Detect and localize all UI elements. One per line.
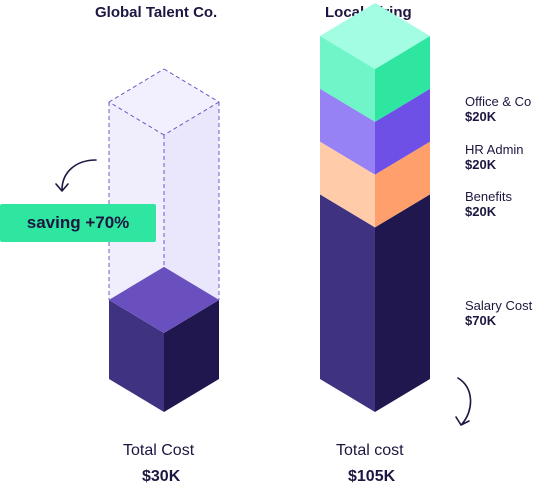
- total-label-local: Total cost: [336, 442, 404, 459]
- legend-benefits-value: $20K: [465, 204, 497, 219]
- legend-hradmin-name: HR Admin: [465, 142, 524, 157]
- ghost-edge-front-left: [108, 101, 165, 136]
- bar-local-office-co-top-face: [320, 3, 430, 70]
- bar-local-hr-admin-left-face: [320, 88, 375, 175]
- cube-global: [108, 68, 220, 412]
- arrows: [55, 159, 472, 426]
- bar-local-hr-admin-right-face: [375, 88, 430, 175]
- curved-arrow-right-icon: [457, 377, 472, 425]
- saving-badge: saving +70%: [0, 204, 156, 242]
- bar-local-benefits-left-face: [320, 141, 375, 228]
- chart-title-global: Global Talent Co.: [95, 4, 218, 21]
- bar-local-office-co-left-face: [320, 36, 375, 122]
- legend-benefits-name: Benefits: [465, 189, 512, 204]
- cube-local: [320, 3, 430, 412]
- ghost-edge-top-right: [163, 68, 220, 103]
- legend-hradmin-value: $20K: [465, 157, 497, 172]
- arrow-head-right-icon: [455, 416, 470, 426]
- legend-salary: Salary Cost $70K: [465, 298, 532, 328]
- bar-local-salary-cost-left-face: [320, 194, 375, 412]
- bar-global-salary-cost-top-face: [109, 266, 219, 333]
- legend-benefits: Benefits $20K: [465, 189, 512, 219]
- curved-arrow-left-icon: [61, 159, 97, 191]
- legend-office-value: $20K: [465, 109, 497, 124]
- legend-office-name: Office & Co: [465, 94, 532, 109]
- bar-local-office-co-right-face: [375, 36, 430, 122]
- bar-global-salary-cost-left-face: [109, 299, 164, 412]
- arrow-head-left-icon: [55, 183, 69, 192]
- bar-local-salary-cost-right-face: [375, 194, 430, 412]
- legend-hradmin: HR Admin $20K: [465, 142, 524, 172]
- total-value-local: $105K: [348, 468, 396, 485]
- bar-local-benefits-right-face: [375, 141, 430, 228]
- total-value-global: $30K: [142, 468, 181, 485]
- total-label-global: Total Cost: [123, 442, 195, 459]
- legend-office: Office & Co $20K: [465, 94, 531, 124]
- ghost-edge-front-right: [163, 101, 220, 136]
- ghost-top-face: [109, 69, 219, 135]
- ghost-edge-top-left: [108, 68, 165, 103]
- legend-salary-name: Salary Cost: [465, 298, 533, 313]
- bar-global-salary-cost-right-face: [164, 299, 219, 412]
- legend-salary-value: $70K: [465, 313, 497, 328]
